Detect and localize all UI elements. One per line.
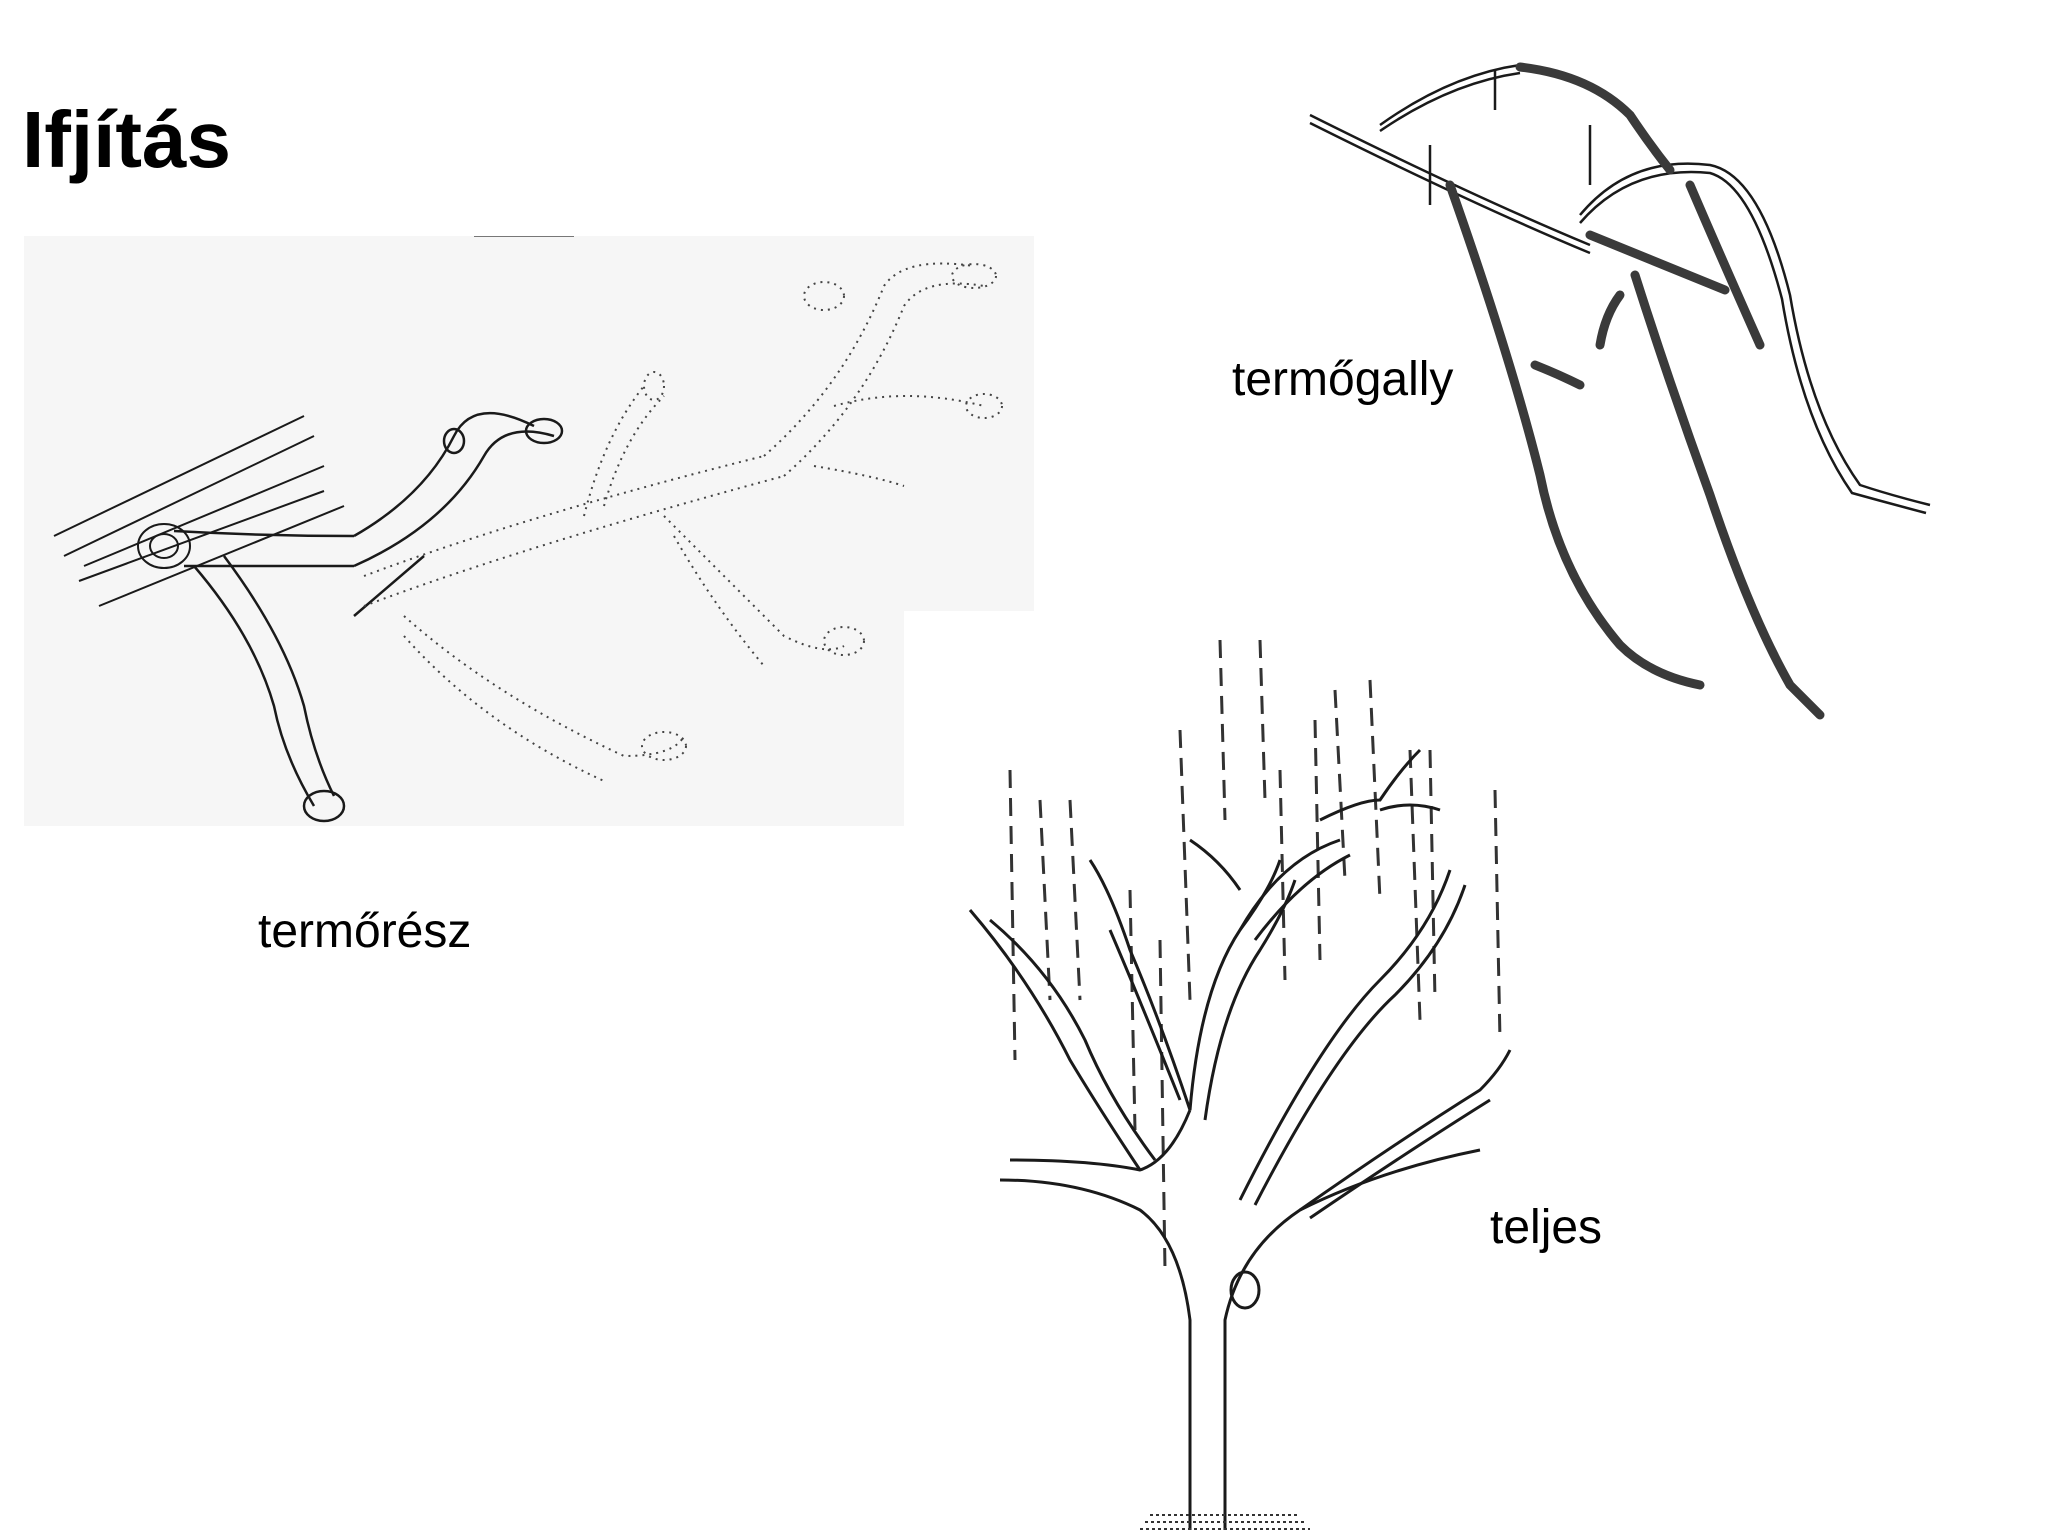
tree-structure	[968, 748, 1512, 1530]
caption-fruiting-part: termőrész	[258, 905, 472, 958]
pruned-fruiting-wood	[363, 262, 1003, 782]
ground-hatching	[1140, 1514, 1310, 1530]
panel-bg-lower	[24, 606, 904, 826]
fruiting-part-svg	[24, 236, 1034, 826]
thick-pruned-branches	[1445, 62, 1825, 720]
main-limb	[53, 415, 345, 607]
caption-fruiting-branch: termőgally	[1232, 353, 1454, 406]
thin-branches	[1309, 63, 1931, 515]
fruiting-branch-illustration	[1290, 55, 1950, 775]
slide-title: Ifjítás	[22, 95, 231, 184]
kept-fruiting-wood	[173, 411, 564, 823]
caption-full: teljes	[1490, 1201, 1603, 1254]
full-tree-illustration	[940, 640, 1560, 1536]
new-shoots-dashed	[1008, 640, 1502, 1271]
fruiting-branch-svg	[1309, 62, 1931, 720]
full-tree-svg	[968, 640, 1512, 1530]
fruiting-part-illustration	[24, 236, 1034, 826]
